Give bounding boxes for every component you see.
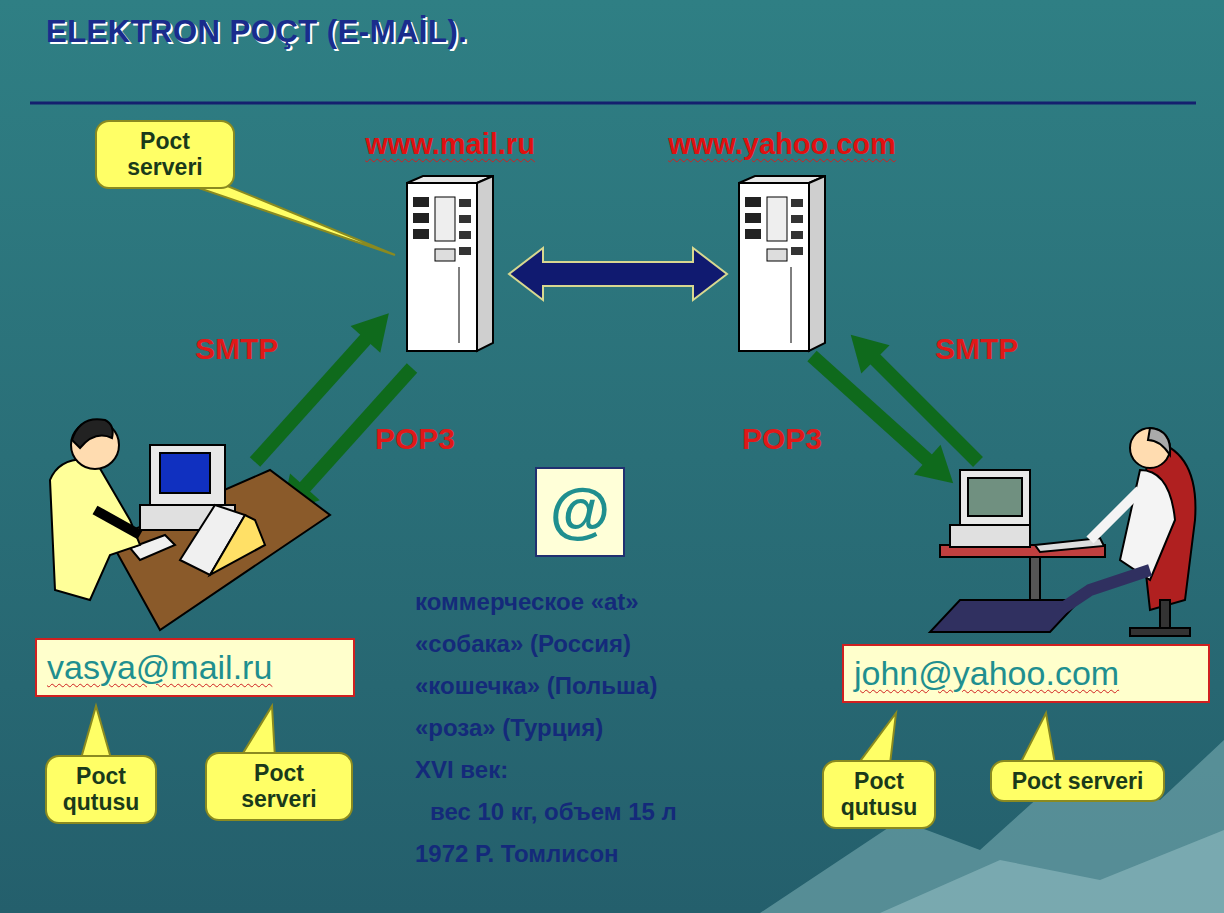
callout-bubble: Poct serveri <box>205 752 353 821</box>
note-text: «роза» (Турция) <box>415 714 603 742</box>
note-text: вес 10 кг, объем 15 л <box>430 798 677 826</box>
note-text: коммерческое «at» <box>415 588 639 616</box>
node-text: www.yahoo.com <box>665 128 899 161</box>
server-tower <box>405 175 495 353</box>
note-text: XVI век: <box>415 756 508 784</box>
server-tower <box>737 175 827 353</box>
node-text: Poct serveri <box>215 760 343 813</box>
diagram-title: ELEKTRON POÇT (E-MAİL). <box>46 14 467 50</box>
note-text: «собака» (Россия) <box>415 630 631 658</box>
node-text: Poct qutusu <box>832 768 926 821</box>
mountain-backdrop <box>880 830 1224 913</box>
server-link-arrow <box>509 248 727 300</box>
note-text: 1972 Р. Томлисон <box>415 840 619 868</box>
user-reclining <box>930 428 1195 636</box>
node-text: Poct serveri <box>105 128 225 181</box>
callout-bubble: Poct qutusu <box>45 755 157 824</box>
callout-bubble: Poct serveri <box>95 120 235 189</box>
at-symbol-box: @ <box>535 467 625 557</box>
protocol-label: POP3 <box>742 422 822 456</box>
mail-server: www.mail.ru <box>365 128 535 353</box>
node-text: vasya@mail.ru <box>47 648 343 687</box>
protocol-label: SMTP <box>935 332 1018 366</box>
note-text: «кошечка» (Польша) <box>415 672 657 700</box>
mountain-backdrop <box>760 740 1224 913</box>
protocol-label: SMTP <box>195 332 278 366</box>
callout-bubble: Poct serveri <box>990 760 1165 802</box>
email-address-box: john@yahoo.com <box>842 644 1210 703</box>
callout-bubble: Poct qutusu <box>822 760 936 829</box>
email-address-box: vasya@mail.ru <box>35 638 355 697</box>
title-rule <box>30 102 1196 105</box>
user-at-desk <box>50 419 330 630</box>
node-text: @ <box>543 479 617 541</box>
node-text: www.mail.ru <box>365 128 535 161</box>
mail-server: www.yahoo.com <box>665 128 899 353</box>
node-text: Poct serveri <box>1000 768 1155 794</box>
arrow-shape <box>509 248 727 300</box>
node-text: Poct qutusu <box>55 763 147 816</box>
node-text: john@yahoo.com <box>854 654 1198 693</box>
protocol-label: POP3 <box>375 422 455 456</box>
